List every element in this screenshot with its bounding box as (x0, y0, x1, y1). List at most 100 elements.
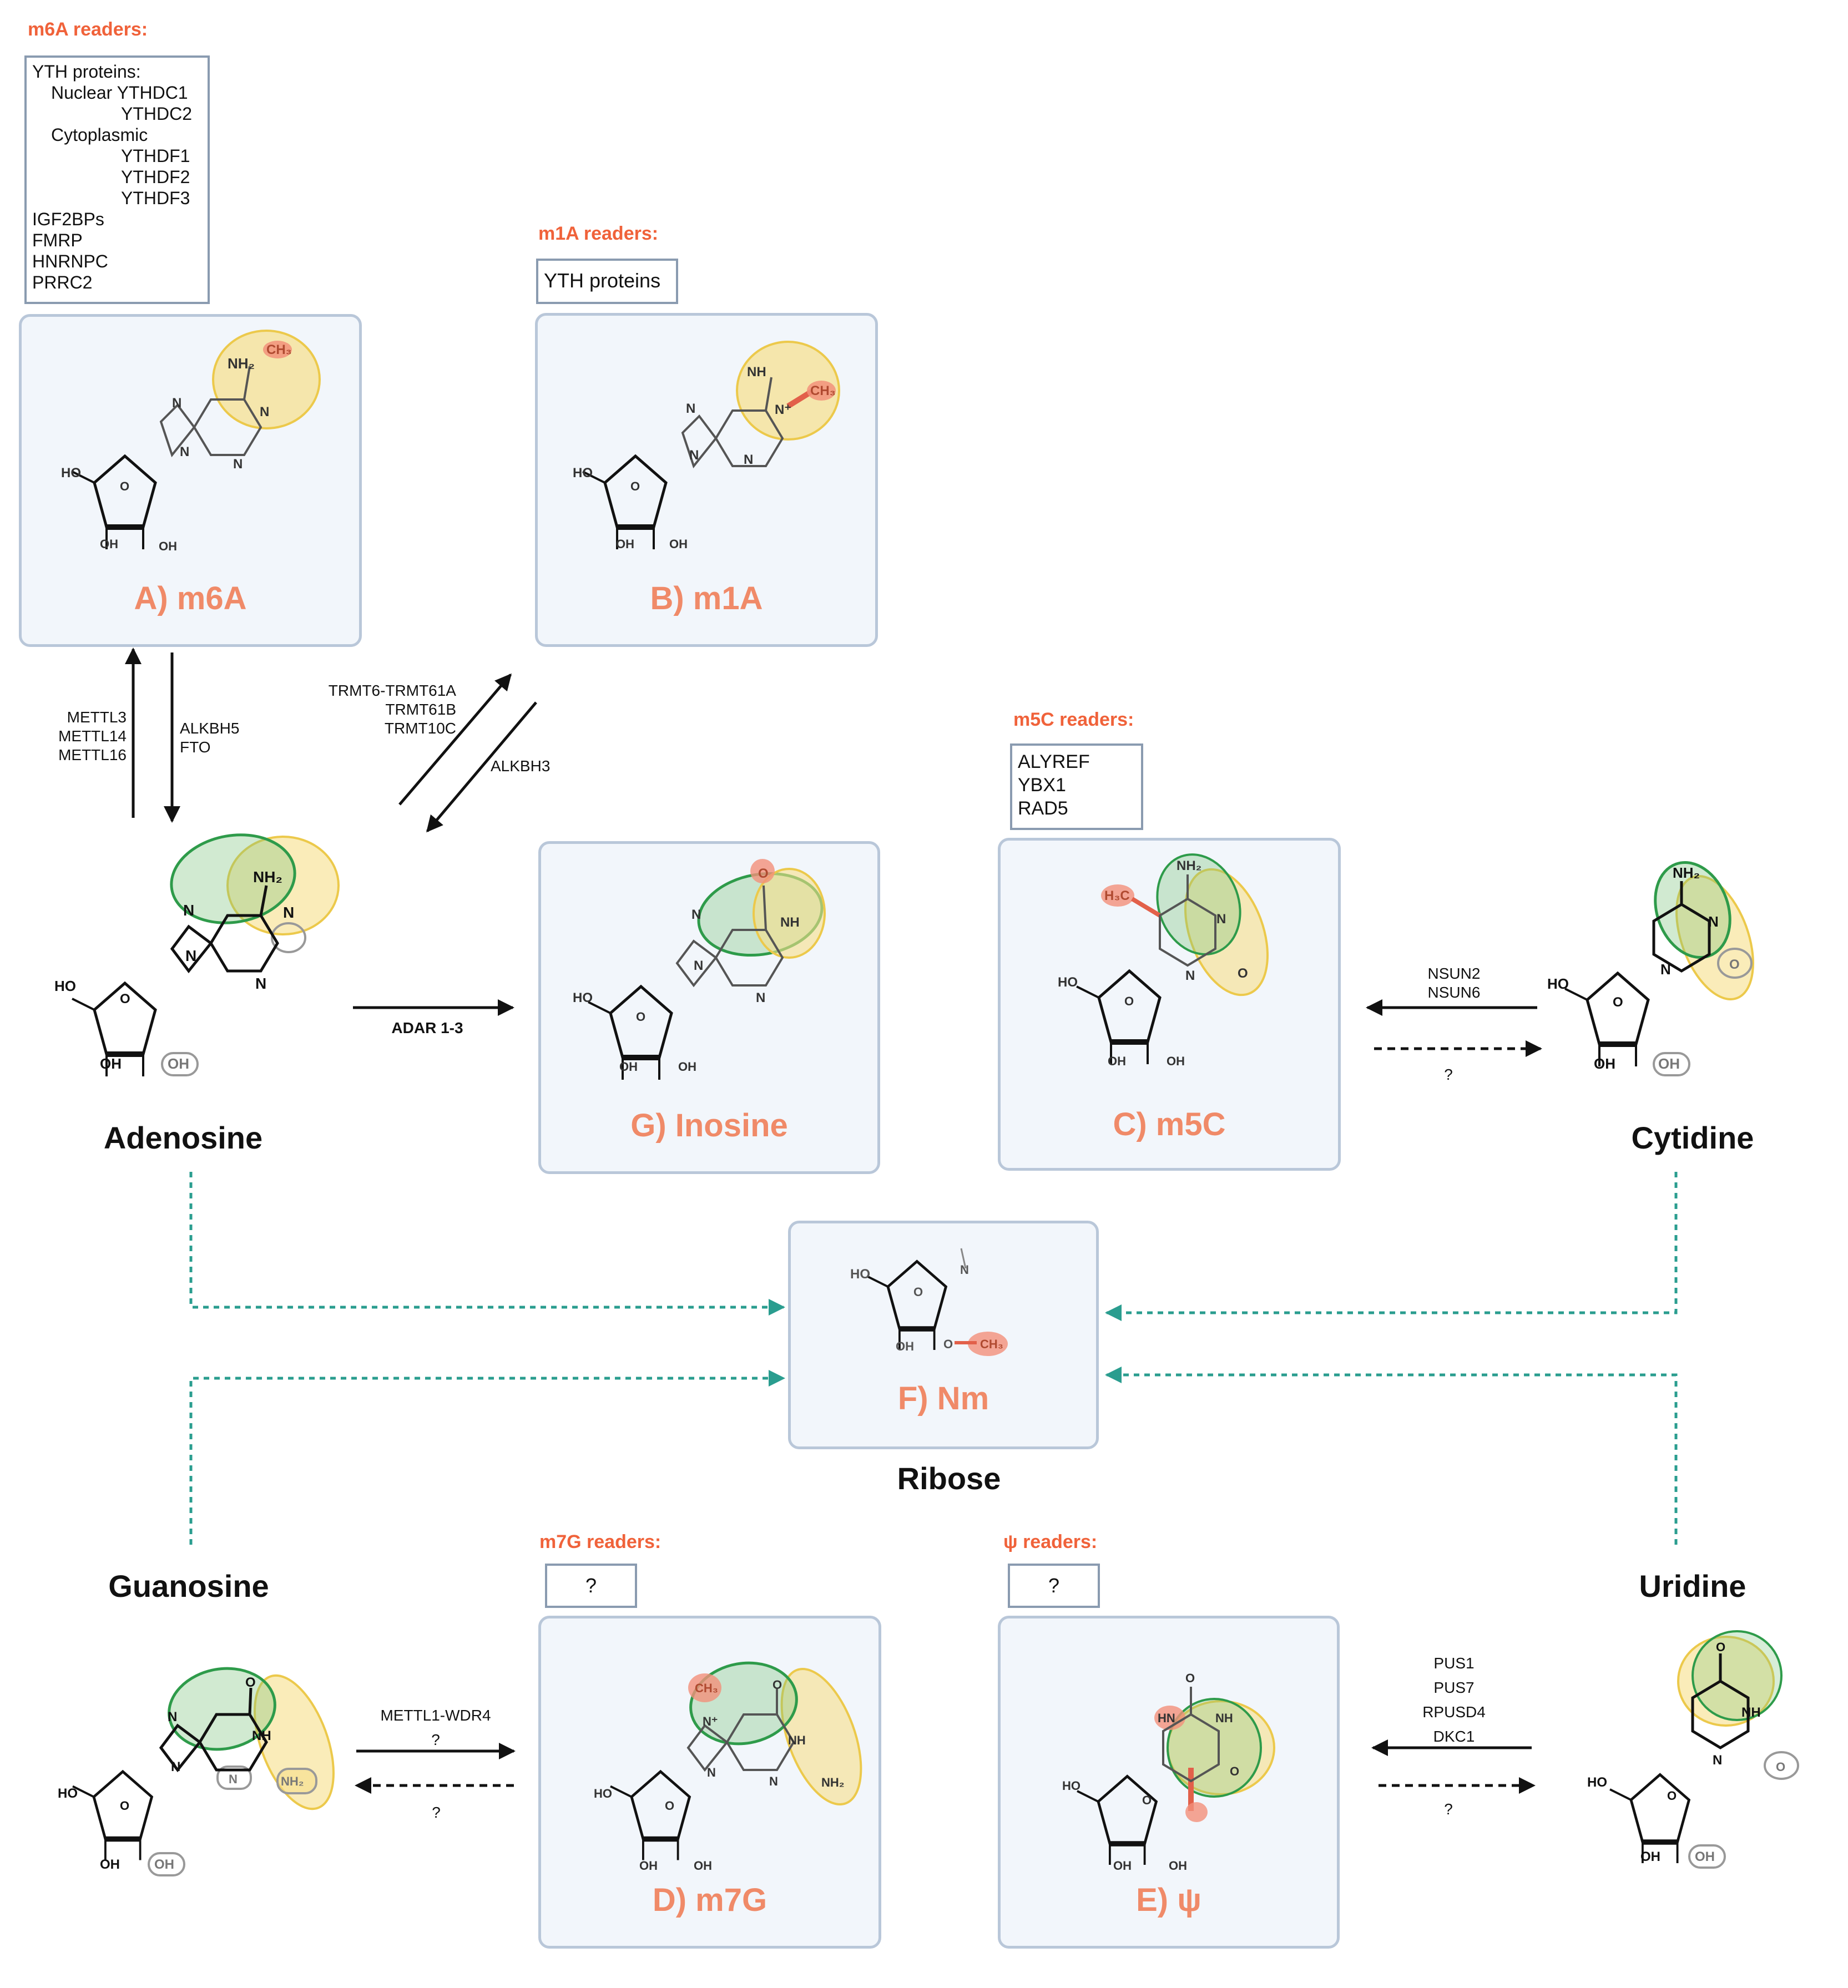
reader-item: IGF2BPs (32, 209, 104, 229)
atom: N (172, 396, 181, 411)
atom: OH (1167, 1054, 1185, 1068)
m6a-writers-label: METTL3 METTL14 METTL16 (58, 709, 127, 763)
atom: N (283, 904, 294, 921)
atom: OH (896, 1339, 914, 1353)
atom: N (260, 404, 269, 419)
panel-label-m6a: A) m6A (134, 580, 247, 616)
atom: N (255, 975, 266, 992)
atom: OH (1658, 1055, 1680, 1072)
atom: OH (1640, 1849, 1660, 1864)
reader-item: PRRC2 (32, 272, 93, 292)
atom: N (707, 1766, 716, 1779)
psi-molecule: O HN NH O HO O OH OH (1062, 1671, 1275, 1873)
atom: OH (694, 1859, 712, 1873)
ribose-label: Ribose (897, 1461, 1001, 1496)
psi-readers-title: ψ readers: (1003, 1531, 1098, 1552)
cytidine-molecule: NH₂ N N O HO O OH OH (1547, 861, 1754, 1076)
atom: CH₃ (810, 383, 836, 398)
atom: OH (100, 1857, 120, 1872)
atom: N (229, 1772, 238, 1786)
atom: CH₃ (695, 1681, 718, 1695)
atom: HO (850, 1267, 870, 1282)
reader-item: FMRP (32, 230, 83, 250)
guanosine-molecule: O NH N NH₂ N N HO O OH OH (58, 1667, 335, 1876)
atom: N (769, 1774, 778, 1788)
panel-psi: E) ψ (998, 1616, 1340, 1949)
atom: NH₂ (1177, 858, 1201, 873)
atom: NH (747, 365, 766, 380)
atom: HO (54, 978, 76, 994)
psi-eraser-label: ? (1444, 1800, 1453, 1818)
atom: N (171, 1759, 180, 1774)
uridine-to-nm-arrow (1105, 1367, 1678, 1545)
m6a-readers-title: m6A readers: (28, 19, 148, 40)
atom: OH (669, 537, 688, 551)
atom: O (1716, 1640, 1725, 1654)
atom: NH₂ (1673, 864, 1700, 881)
atom: N (1216, 912, 1226, 927)
atom: N (691, 907, 701, 922)
atom: O (1729, 957, 1740, 972)
atom: O (943, 1337, 953, 1351)
atom: HO (1058, 975, 1078, 990)
pus-label: PUS1 PUS7 RPUSD4 DKC1 (1422, 1655, 1486, 1745)
atom: N (744, 452, 753, 467)
atom: O (1667, 1789, 1677, 1803)
panel-label-m1a: B) m1A (650, 580, 763, 616)
m5c-readers-box: ALYREF YBX1 RAD5 (1010, 743, 1143, 830)
panel-nm: F) Nm (788, 1221, 1099, 1449)
adenosine-molecule: NH₂ N N N N HO O OH OH (54, 833, 340, 1076)
cytidine-to-nm-arrow (1105, 1172, 1678, 1321)
atom: HO (1062, 1779, 1080, 1793)
atom: O (1124, 994, 1134, 1008)
atom: N⁺ (703, 1714, 718, 1728)
atom: N (689, 448, 699, 463)
atom: OH (619, 1060, 638, 1074)
atom: O (630, 479, 640, 493)
atom: O (636, 1010, 645, 1024)
atom: H₃C (1104, 888, 1130, 903)
atom: OH (168, 1055, 189, 1072)
reader-item: YTHDC2 (121, 104, 193, 124)
atom: OH (1594, 1055, 1615, 1072)
atom: O (772, 1678, 782, 1692)
reader-item: ? (585, 1574, 597, 1597)
reader-item: ? (1048, 1574, 1060, 1597)
reader-item: Nuclear YTHDC1 (51, 83, 188, 103)
atom: O (1185, 1671, 1195, 1685)
reader-item: HNRNPC (32, 251, 108, 271)
atom: O (1238, 966, 1248, 981)
m7g-eraser-label: ? (432, 1804, 441, 1821)
uridine-label: Uridine (1639, 1569, 1746, 1603)
adar-label: ADAR 1-3 (391, 1019, 463, 1036)
atom: OH (154, 1857, 174, 1872)
atom: O (758, 866, 769, 881)
guanosine-label: Guanosine (108, 1569, 269, 1603)
panel-label-m7g: D) m7G (652, 1882, 768, 1918)
reader-item: ALYREF (1018, 751, 1090, 772)
panel-label-m5c: C) m5C (1113, 1106, 1226, 1142)
atom: N (1713, 1753, 1722, 1768)
atom: O (913, 1285, 923, 1299)
atom: HN (1158, 1711, 1175, 1725)
atom: HO (1587, 1775, 1607, 1790)
atom: OH (639, 1859, 658, 1873)
atom: N (1660, 961, 1671, 978)
atom: OH (1169, 1859, 1187, 1873)
atom: N⁺ (775, 402, 791, 417)
m5c-molecule: NH₂ H₃C N N O HO O OH OH (1058, 853, 1269, 1068)
atom: N (168, 1709, 177, 1724)
reader-item: YTH proteins: (32, 62, 141, 82)
atom: NH₂ (228, 355, 255, 372)
mettl1-label: METTL1-WDR4 ? (380, 1707, 491, 1748)
m7g-molecule: CH₃ O NH N NH₂ N⁺ N HO O OH OH (594, 1661, 862, 1873)
m5c-readers-title: m5C readers: (1013, 709, 1134, 730)
reader-item: YTHDF3 (121, 188, 190, 208)
atom: NH (1215, 1711, 1233, 1725)
adenosine-label: Adenosine (103, 1120, 263, 1155)
panel-label-psi: E) ψ (1136, 1882, 1201, 1918)
atom: NH₂ (253, 868, 282, 886)
atom: NH₂ (281, 1774, 304, 1788)
